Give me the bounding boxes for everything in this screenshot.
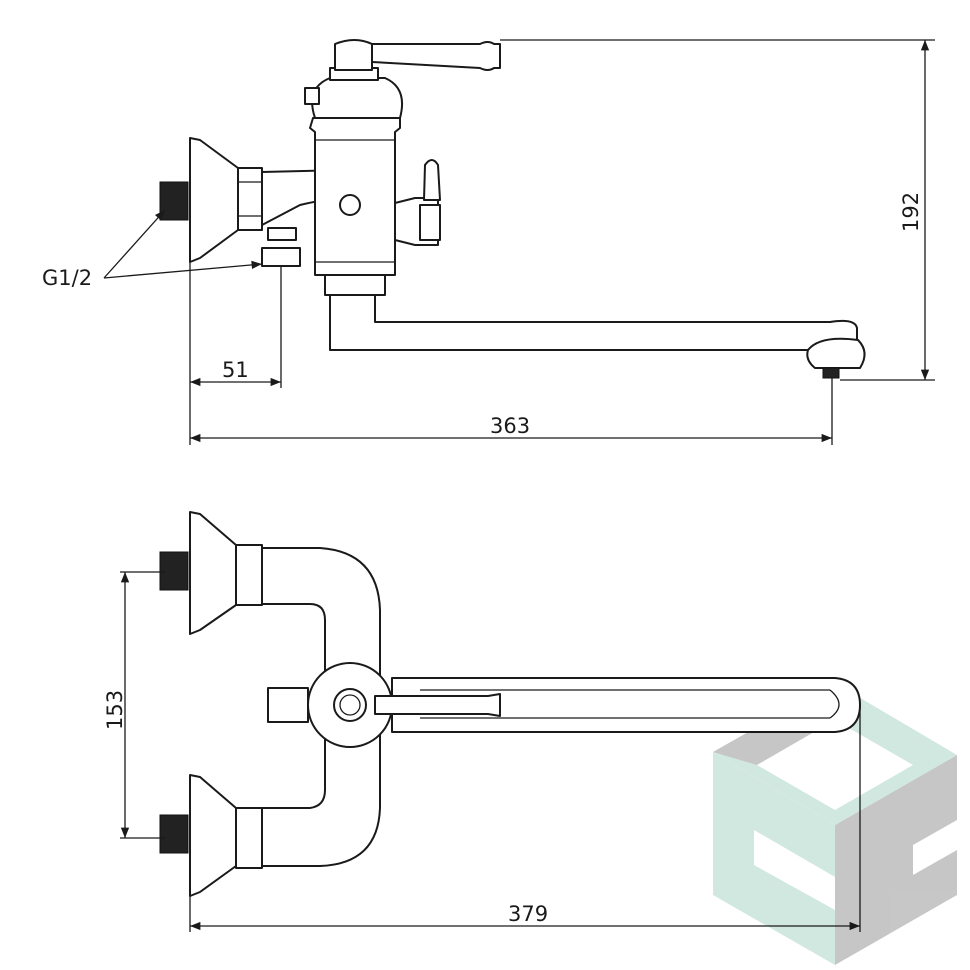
dim-label-363: 363 [490,414,530,438]
upper-hex-nut [235,544,263,606]
side-view: G1/2 51 363 192 [42,39,935,445]
aerator-tip [822,367,840,379]
dim-label-153: 153 [103,690,127,730]
spout [329,294,858,351]
u-connector [261,547,381,867]
lever-top [374,693,501,717]
lever-handle [371,41,501,71]
dim-label-192: 192 [899,192,923,232]
aerator [806,337,866,369]
lower-threaded-inlet [159,814,189,854]
outlet-nut [261,247,301,267]
hex-nut [237,167,263,231]
diverter-knob [423,159,441,201]
lever-base [334,39,373,71]
upper-threaded-inlet [159,551,189,591]
top-view: 153 379 [103,511,861,932]
threaded-inlet [159,181,189,221]
valve-cap [311,77,404,119]
lower-hex-nut [235,807,263,869]
dim-label-379: 379 [508,902,548,926]
upper-wall-flange [189,511,237,635]
lower-wall-flange [189,774,237,897]
wall-flange [189,137,239,263]
thread-label: G1/2 [42,266,92,290]
dim-label-51: 51 [222,358,249,382]
diverter-top [267,687,309,723]
